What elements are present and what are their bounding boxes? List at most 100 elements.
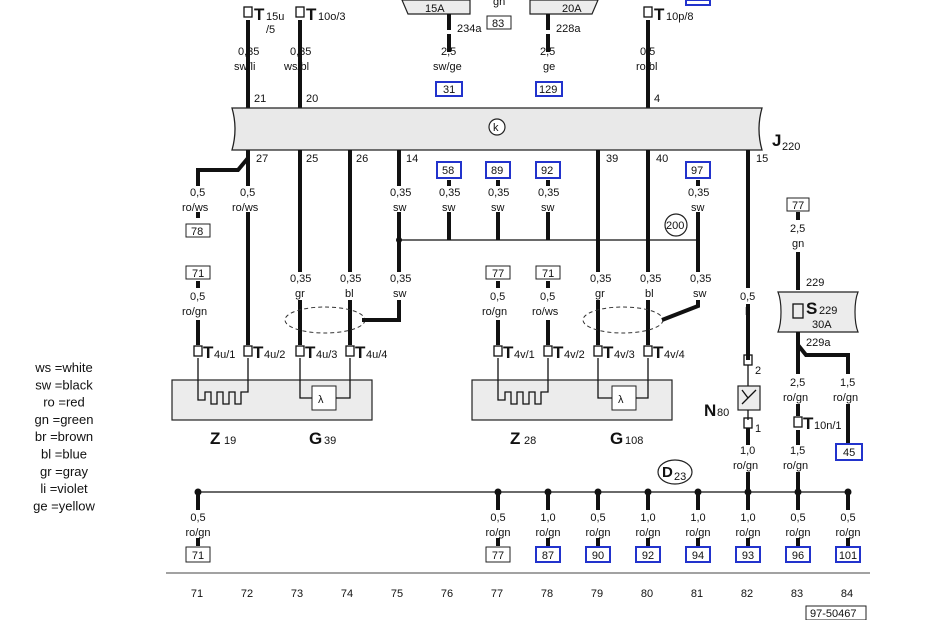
column-number: 81 bbox=[691, 588, 703, 600]
w-b-size: 1,5 bbox=[790, 445, 805, 457]
ground-wire-color: ro/gn bbox=[635, 527, 660, 539]
top-section: 15A 20A gn 83 T 15u /5 T 10o/3 T 10p/8 0… bbox=[234, 0, 711, 108]
n80-sub: 80 bbox=[717, 407, 729, 419]
ref-92: 92 bbox=[541, 165, 553, 177]
connector-icon bbox=[643, 6, 653, 18]
ref-box-58 bbox=[436, 161, 462, 179]
ground-sub: 23 bbox=[674, 471, 686, 483]
ref-box-129 bbox=[535, 81, 563, 97]
w-low-0-ref: 71 bbox=[192, 268, 204, 280]
ref-box-71a bbox=[185, 265, 211, 280]
z28-label: Z bbox=[510, 429, 520, 448]
ref-box-top-right bbox=[685, 0, 711, 6]
shield-right bbox=[582, 306, 664, 334]
ground-ref-box bbox=[185, 546, 211, 563]
node-200: 200 bbox=[666, 220, 684, 232]
lambda-sensor-icon bbox=[611, 385, 637, 411]
conn-a-sub: 15u bbox=[266, 11, 284, 23]
gn-top-label: gn bbox=[493, 0, 505, 8]
t4u-1: 4u/1 bbox=[214, 349, 235, 361]
w2-size: 0,35 bbox=[290, 46, 311, 58]
ground-ref: 90 bbox=[592, 550, 604, 562]
ref-97: 97 bbox=[691, 165, 703, 177]
column-number: 73 bbox=[291, 588, 303, 600]
w-top-2-color: sw bbox=[393, 202, 407, 214]
ref-box-78 bbox=[185, 223, 211, 238]
w5-pin: 4 bbox=[654, 93, 660, 105]
connector-icon bbox=[543, 345, 553, 357]
ground-wire-color: ro/gn bbox=[585, 527, 610, 539]
fuse-box-20a bbox=[529, 0, 599, 15]
ground-wire-color: ro/gn bbox=[835, 527, 860, 539]
ground-wire-size: 1,0 bbox=[690, 512, 705, 524]
ref-45: 45 bbox=[843, 447, 855, 459]
conn-letter: T bbox=[653, 343, 664, 362]
doc-number-box bbox=[805, 605, 867, 620]
t4v-4: 4v/4 bbox=[664, 349, 685, 361]
t4u-3: 4u/3 bbox=[316, 349, 337, 361]
w-low-3-color: sw bbox=[393, 288, 407, 300]
ref-box-83 bbox=[486, 15, 512, 30]
column-number: 72 bbox=[241, 588, 253, 600]
ref-box-97 bbox=[685, 161, 711, 179]
lambda-symbol: λ bbox=[618, 394, 624, 406]
column-number: 80 bbox=[641, 588, 653, 600]
fuse-box-15a bbox=[401, 0, 471, 15]
conn-letter: T bbox=[203, 343, 214, 362]
column-number: 84 bbox=[841, 588, 853, 600]
column-number: 79 bbox=[591, 588, 603, 600]
ref-box-77a bbox=[485, 265, 511, 280]
fuse-icon bbox=[792, 303, 804, 319]
doc-number: 97-50467 bbox=[810, 608, 857, 620]
connector-icon bbox=[193, 345, 203, 357]
w1-color: sw/li bbox=[234, 61, 255, 73]
s229-amp: 30A bbox=[812, 319, 832, 331]
w-low-3-size: 0,35 bbox=[390, 273, 411, 285]
ref-box-45 bbox=[835, 443, 863, 461]
middle-wires: 27 25 26 14 39 40 15 0,5 ro/ws 78 0,5 ro… bbox=[182, 150, 768, 360]
ground-wire-color: ro/gn bbox=[185, 527, 210, 539]
pin-39: 39 bbox=[606, 153, 618, 165]
ground-wire-color: ro/gn bbox=[685, 527, 710, 539]
connector-icon bbox=[345, 345, 355, 357]
valve-n80: 2 1 N 80 1,0 ro/gn bbox=[704, 354, 761, 492]
w2-pin: 20 bbox=[306, 93, 318, 105]
w4-color: ge bbox=[543, 61, 555, 73]
ground-ref-box bbox=[735, 546, 761, 563]
conn-a-sub2: /5 bbox=[266, 24, 275, 36]
w-top-2-size: 0,35 bbox=[390, 187, 411, 199]
w-low-6-size: 0,35 bbox=[590, 273, 611, 285]
w-low-2-color: bl bbox=[345, 288, 354, 300]
conn-b-sub: 10o/3 bbox=[318, 11, 346, 23]
ground-wire-size: 0,5 bbox=[790, 512, 805, 524]
ground-wire-size: 1,0 bbox=[640, 512, 655, 524]
ref-box-71b bbox=[535, 265, 561, 280]
w5-color: ro/bl bbox=[636, 61, 657, 73]
w-top-0-color: ro/ws bbox=[182, 202, 209, 214]
ground-ref-box bbox=[585, 546, 611, 563]
ground-wire-size: 0,5 bbox=[490, 512, 505, 524]
conn-10n-sub: 10n/1 bbox=[814, 420, 842, 432]
w-c-size: 1,5 bbox=[840, 377, 855, 389]
ground-ref: 71 bbox=[192, 550, 204, 562]
s229-sub: 229 bbox=[819, 305, 837, 317]
w3-size: 2,5 bbox=[441, 46, 456, 58]
fuse-s229: 77 2,5 gn 229 S 229 30A 229a 2,5 ro/gn T… bbox=[777, 197, 863, 492]
ref-58: 58 bbox=[442, 165, 454, 177]
conn-letter: T bbox=[603, 343, 614, 362]
w-low-8-size: 0,35 bbox=[690, 273, 711, 285]
w-b-color: ro/gn bbox=[783, 460, 808, 472]
g39-label: G bbox=[309, 429, 322, 448]
connector-icon bbox=[295, 6, 305, 18]
conn-b-letter: T bbox=[306, 5, 317, 24]
sensor-right: λ bbox=[471, 379, 673, 421]
w-low-6-color: gr bbox=[595, 288, 605, 300]
bus-label-sub: 220 bbox=[782, 141, 800, 153]
pin-27: 27 bbox=[256, 153, 268, 165]
pin-229: 229 bbox=[806, 277, 824, 289]
node-200-icon bbox=[664, 213, 688, 237]
bus-label: J bbox=[772, 131, 781, 150]
t4u-2: 4u/2 bbox=[264, 349, 285, 361]
